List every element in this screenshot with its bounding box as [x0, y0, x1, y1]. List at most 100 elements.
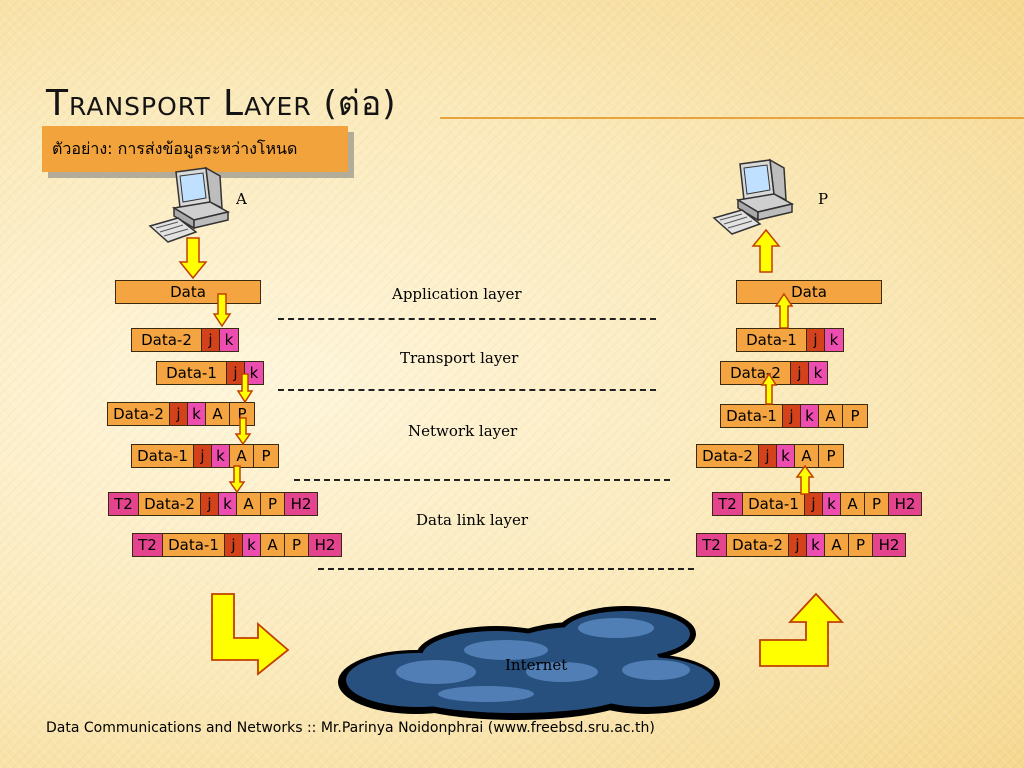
slide-title: Transport Layer (ต่อ) — [46, 76, 397, 130]
node-a-label: A — [236, 190, 247, 208]
data-field: Data-1 — [163, 534, 225, 556]
data-field: Data-1 — [743, 493, 805, 515]
network-layer-label: Network layer — [408, 422, 518, 440]
src-port-field: j — [170, 403, 188, 425]
up-arrow-icon — [751, 228, 781, 273]
data-field: Data-2 — [108, 403, 170, 425]
data-field: Data-2 — [697, 445, 759, 467]
src-port-field: j — [202, 329, 220, 351]
layer-separator — [294, 479, 670, 481]
dst-port-field: k — [825, 329, 843, 351]
src-port-field: j — [783, 405, 801, 427]
data-field: Data-2 — [721, 362, 791, 384]
src-port-field: j — [227, 362, 245, 384]
dst-addr-field: P — [843, 405, 867, 427]
layer-separator — [278, 318, 656, 320]
trailer-field: T2 — [109, 493, 139, 515]
up-arrow-icon — [795, 464, 815, 495]
up-arrow-icon — [774, 292, 794, 329]
data-field: Data-1 — [737, 329, 807, 351]
footer-credit: Data Communications and Networks :: Mr.P… — [46, 720, 655, 736]
dst-port-field: k — [801, 405, 819, 427]
trailer-field: T2 — [713, 493, 743, 515]
app-data-right: Data — [736, 280, 882, 304]
header-field: H2 — [285, 493, 317, 515]
bent-arrow-up-icon — [759, 592, 845, 667]
src-port-field: j — [201, 493, 219, 515]
dst-port-field: k — [243, 534, 261, 556]
src-port-field: j — [225, 534, 243, 556]
dst-port-field: k — [219, 493, 237, 515]
trailer-field: T2 — [133, 534, 163, 556]
data-field: Data-2 — [139, 493, 201, 515]
data-field: Data-1 — [721, 405, 783, 427]
application-layer-label: Application layer — [392, 285, 522, 303]
layer-separator — [318, 568, 694, 570]
title-underline — [440, 117, 1024, 119]
src-addr-field: A — [261, 534, 285, 556]
transport-layer-label: Transport layer — [400, 349, 519, 367]
frame-data2-right: T2 Data-2 j k A P H2 — [696, 533, 906, 557]
down-arrow-icon — [236, 373, 254, 404]
down-arrow-icon — [212, 293, 232, 328]
dst-addr-field: P — [261, 493, 285, 515]
src-addr-field: A — [841, 493, 865, 515]
src-addr-field: A — [795, 445, 819, 467]
down-arrow-icon — [234, 417, 252, 446]
packet-data2-right: Data-2 j k A P — [696, 444, 844, 468]
header-field: H2 — [309, 534, 341, 556]
dst-port-field: k — [777, 445, 795, 467]
dst-port-field: k — [220, 329, 238, 351]
src-port-field: j — [759, 445, 777, 467]
frame-data1-right: T2 Data-1 j k A P H2 — [712, 492, 922, 516]
src-addr-field: A — [230, 445, 254, 467]
src-addr-field: A — [237, 493, 261, 515]
dst-port-field: k — [823, 493, 841, 515]
computer-a-icon — [148, 166, 231, 243]
subtitle-box: ตัวอย่าง: การส่งข้อมูลระหว่างโหนด — [42, 126, 348, 172]
down-arrow-icon — [228, 465, 246, 494]
internet-cloud-icon — [338, 606, 720, 720]
segment-data2-left: Data-2 j k — [131, 328, 239, 352]
src-port-field: j — [791, 362, 809, 384]
data-field: Data-2 — [132, 329, 202, 351]
trailer-field: T2 — [697, 534, 727, 556]
down-arrow-icon — [178, 237, 208, 280]
dst-addr-field: P — [819, 445, 843, 467]
src-addr-field: A — [819, 405, 843, 427]
frame-data1-left: T2 Data-1 j k A P H2 — [132, 533, 342, 557]
dst-port-field: k — [245, 362, 263, 384]
app-data-left: Data — [115, 280, 261, 304]
data-field: Data-2 — [727, 534, 789, 556]
layer-separator — [278, 389, 656, 391]
data-field: Data-1 — [157, 362, 227, 384]
src-addr-field: A — [206, 403, 230, 425]
packet-data2-left: Data-2 j k A P — [107, 402, 255, 426]
up-arrow-icon — [760, 372, 778, 405]
packet-data1-right: Data-1 j k A P — [720, 404, 868, 428]
src-port-field: j — [789, 534, 807, 556]
node-p-label: P — [818, 190, 829, 208]
computer-p-icon — [712, 158, 795, 235]
segment-data1-left: Data-1 j k — [156, 361, 264, 385]
src-port-field: j — [194, 445, 212, 467]
src-addr-field: A — [825, 534, 849, 556]
dst-addr-field: P — [849, 534, 873, 556]
src-port-field: j — [805, 493, 823, 515]
segment-data1-right: Data-1 j k — [736, 328, 844, 352]
frame-data2-left: T2 Data-2 j k A P H2 — [108, 492, 318, 516]
dst-port-field: k — [188, 403, 206, 425]
slide-title-suffix: (ต่อ) — [311, 84, 397, 124]
datalink-layer-label: Data link layer — [416, 511, 529, 529]
dst-port-field: k — [807, 534, 825, 556]
dst-port-field: k — [212, 445, 230, 467]
dst-addr-field: P — [285, 534, 309, 556]
internet-label: Internet — [505, 656, 568, 674]
data-field: Data-1 — [132, 445, 194, 467]
packet-data1-left: Data-1 j k A P — [131, 444, 279, 468]
dst-port-field: k — [809, 362, 827, 384]
src-port-field: j — [807, 329, 825, 351]
header-field: H2 — [873, 534, 905, 556]
dst-addr-field: P — [865, 493, 889, 515]
slide-title-main: Transport Layer — [46, 83, 312, 124]
